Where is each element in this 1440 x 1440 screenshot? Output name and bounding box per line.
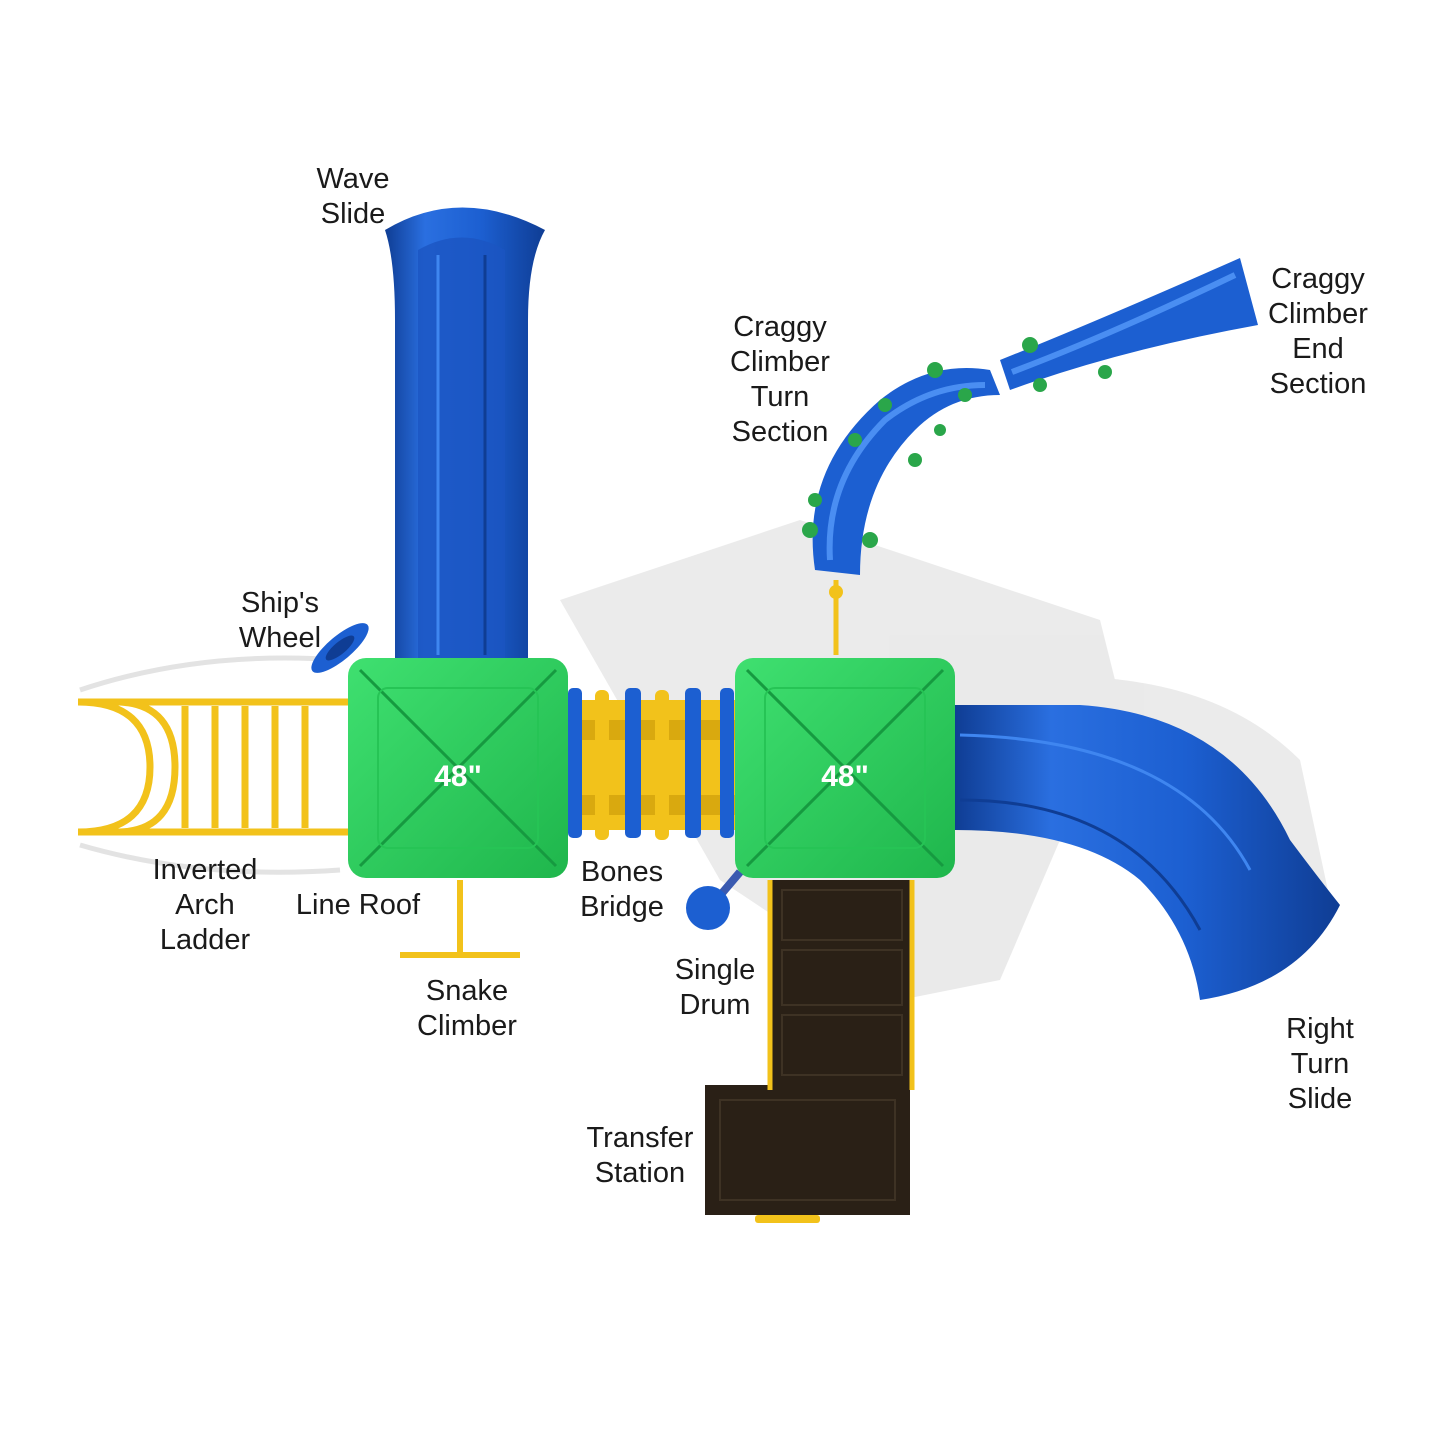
label-wave-slide: Wave Slide	[316, 163, 390, 230]
label-inverted-arch-ladder: Inverted Arch Ladder	[152, 854, 258, 956]
label-transfer-station: Transfer Station	[586, 1122, 694, 1189]
transfer-station	[705, 880, 915, 1223]
bones-bridge	[568, 688, 740, 840]
label-single-drum: Single Drum	[674, 954, 756, 1021]
ships-wheel-icon	[311, 623, 369, 673]
craggy-rocks	[802, 337, 1112, 548]
craggy-climber-end-section	[1000, 258, 1258, 390]
line-roof-right: 48"	[735, 658, 955, 878]
wave-slide	[385, 207, 545, 665]
craggy-climber-turn-section	[812, 368, 1000, 655]
label-craggy-climber-turn-section: Craggy Climber Turn Section	[730, 311, 830, 448]
label-right-turn-slide: Right Turn Slide	[1286, 1013, 1354, 1115]
right-turn-slide	[955, 705, 1340, 1000]
ladder-shadow	[79, 655, 341, 875]
right-roof-height: 48"	[821, 760, 869, 793]
line-roof-left: 48"	[348, 658, 568, 878]
label-line-roof: Line Roof	[295, 889, 421, 921]
inverted-arch-ladder	[77, 698, 350, 836]
snake-climber	[400, 880, 520, 958]
left-roof-height: 48"	[434, 760, 482, 793]
label-snake-climber: Snake Climber	[417, 975, 517, 1042]
label-ships-wheel: Ship's Wheel	[238, 587, 322, 654]
single-drum-icon	[686, 869, 744, 930]
label-craggy-climber-end-section: Craggy Climber End Section	[1268, 263, 1368, 400]
label-bones-bridge: Bones Bridge	[580, 856, 664, 923]
